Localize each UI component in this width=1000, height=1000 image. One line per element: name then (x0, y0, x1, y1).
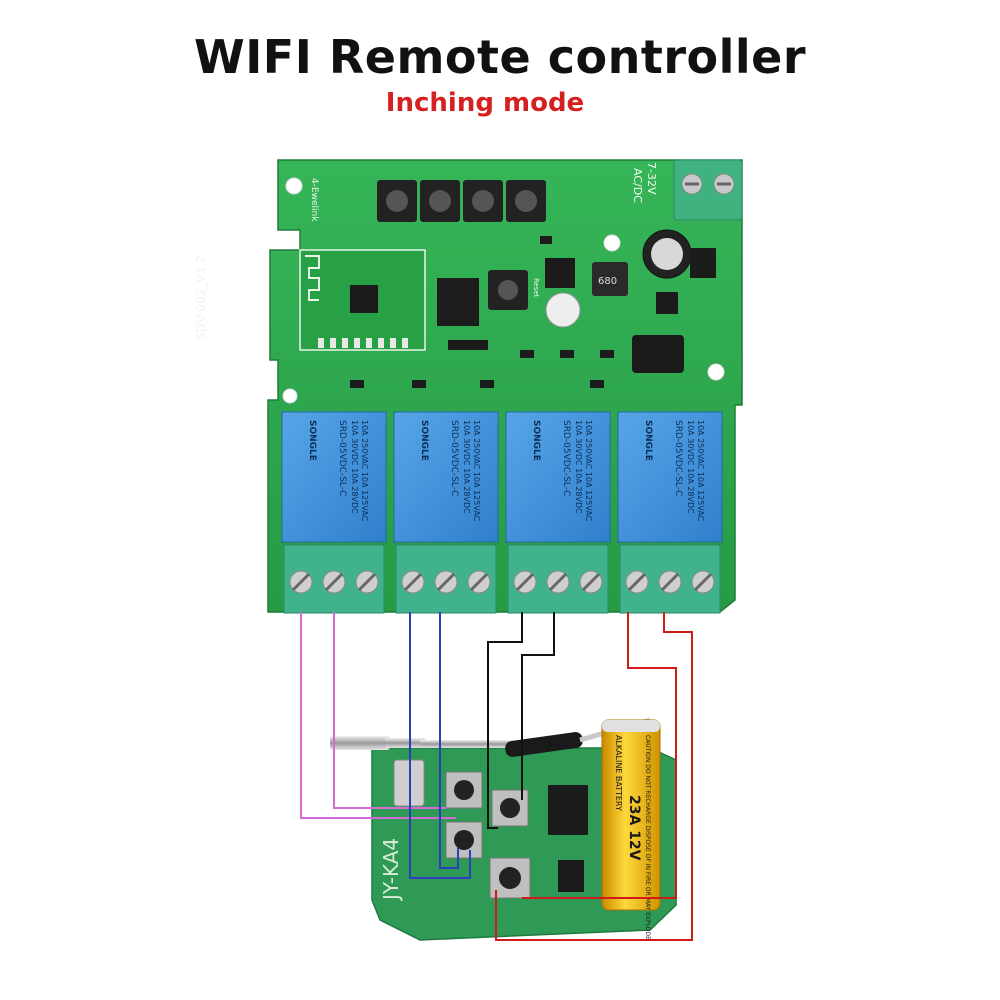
regulator-chip (690, 248, 716, 278)
wire-black-1 (487, 612, 523, 829)
transistor-chip (558, 860, 584, 892)
power-type-label: AC/DC (631, 168, 644, 203)
battery-type-label: 23A 12V (626, 795, 642, 861)
remote-button-1[interactable] (445, 771, 483, 809)
encoder-chip (548, 785, 588, 835)
wire-pink-1 (300, 612, 456, 819)
remote-model-label: JY-KA4 (379, 838, 403, 902)
capacitor-icon (545, 292, 581, 328)
output-terminal-4 (619, 544, 721, 614)
board-button-4[interactable] (506, 180, 546, 222)
svg-text:680: 680 (598, 276, 617, 287)
relay-2: SRD-05VDC-SL-C 10A 250VAC 10A 125VAC 10A… (393, 411, 499, 543)
reset-button[interactable] (488, 270, 528, 310)
svg-text:SONGLE: SONGLE (643, 420, 653, 461)
reset-label: Reset (532, 278, 540, 298)
mount-hole-icon (282, 388, 298, 404)
mode-label: Inching mode (385, 88, 585, 118)
board-buttons: Reset (377, 180, 546, 310)
wire-blue-2 (439, 612, 459, 869)
relay-board: 4-Ewelink SDV-002_V1.2 7-32V AC/DC (194, 159, 743, 614)
mount-hole-icon (603, 234, 621, 252)
svg-text:10A 30VDC 10A 28VDC: 10A 30VDC 10A 28VDC (686, 420, 695, 514)
battery-caution-label: CAUTION DO NOT RECHARGE DISPOSE OF IN FI… (644, 735, 651, 940)
svg-text:SRD-05VDC-SL-C: SRD-05VDC-SL-C (673, 420, 683, 496)
board-model-silkscreen: SDV-002_V1.2 (194, 255, 208, 340)
wire-red-2 (495, 612, 693, 941)
mount-hole-icon (707, 363, 725, 381)
relay-1: SRD-05VDC-SL-C 10A 250VAC 10A 125VAC 10A… (281, 411, 387, 543)
wire-red-1 (522, 612, 677, 899)
relay-4: SRD-05VDC-SL-C 10A 250VAC 10A 125VAC 10A… (617, 411, 723, 543)
svg-text:10A 30VDC 10A 28VDC: 10A 30VDC 10A 28VDC (462, 420, 471, 514)
battery: ALKALINE BATTERY 23A 12V CAUTION DO NOT … (601, 719, 661, 940)
svg-text:SONGLE: SONGLE (307, 420, 317, 461)
remote-control-board: JY-KA4 ALKALINE B (330, 717, 677, 941)
svg-text:10A 30VDC 10A 28VDC: 10A 30VDC 10A 28VDC (350, 420, 359, 514)
microcontroller-chip (437, 278, 479, 326)
power-terminal (673, 159, 743, 221)
svg-text:10A 30VDC 10A 28VDC: 10A 30VDC 10A 28VDC (574, 420, 583, 514)
wire-pink-2 (333, 612, 446, 809)
relay-3: SRD-05VDC-SL-C 10A 250VAC 10A 125VAC 10A… (505, 411, 611, 543)
output-terminal-2 (395, 544, 497, 614)
svg-text:10A 250VAC 10A 125VAC: 10A 250VAC 10A 125VAC (360, 420, 369, 522)
svg-text:10A 250VAC 10A 125VAC: 10A 250VAC 10A 125VAC (696, 420, 705, 522)
pcb-outline (267, 159, 743, 613)
wiring (300, 612, 693, 941)
output-terminal-3 (507, 544, 609, 614)
wire-blue-1 (409, 612, 471, 879)
svg-text:SONGLE: SONGLE (531, 420, 541, 461)
mount-hole-icon (285, 177, 303, 195)
svg-text:SONGLE: SONGLE (419, 420, 429, 461)
svg-text:SRD-05VDC-SL-C: SRD-05VDC-SL-C (449, 420, 459, 496)
board-button-1[interactable] (377, 180, 417, 222)
remote-button-2[interactable] (445, 821, 483, 859)
output-terminal-1 (283, 544, 385, 614)
battery-brand-label: ALKALINE BATTERY (614, 735, 623, 811)
brand-silkscreen: 4-Ewelink (309, 178, 319, 222)
rf-receiver-coil (632, 335, 684, 373)
wire-black-2 (521, 612, 555, 800)
svg-text:SRD-05VDC-SL-C: SRD-05VDC-SL-C (561, 420, 571, 496)
page-title: WIFI Remote controller (193, 30, 807, 84)
inductor: 680 (592, 262, 628, 296)
svg-text:10A 250VAC 10A 125VAC: 10A 250VAC 10A 125VAC (584, 420, 593, 522)
svg-text:SRD-05VDC-SL-C: SRD-05VDC-SL-C (337, 420, 347, 496)
board-button-2[interactable] (420, 180, 460, 222)
page-subtitle: Inching mode (0, 88, 1000, 118)
voltage-regulator (545, 258, 575, 288)
wifi-module (299, 249, 426, 351)
power-voltage-label: 7-32V (645, 162, 658, 195)
svg-text:10A 250VAC 10A 125VAC: 10A 250VAC 10A 125VAC (472, 420, 481, 522)
board-button-3[interactable] (463, 180, 503, 222)
